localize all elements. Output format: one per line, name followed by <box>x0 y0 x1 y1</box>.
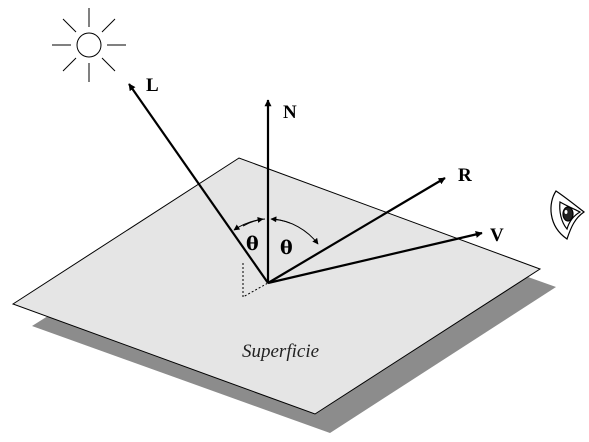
tangent-hint <box>242 263 269 298</box>
view-vector <box>267 231 483 285</box>
eye-icon <box>550 190 586 240</box>
normal-vector-label: N <box>283 102 297 123</box>
sun-icon <box>52 8 126 82</box>
light-vector <box>128 83 269 284</box>
reflected-vector-label: R <box>458 165 472 186</box>
angle-reflection-label: θ <box>280 237 293 259</box>
angle-arc-incidence-start <box>242 216 264 227</box>
reflected-vector <box>267 177 446 284</box>
light-vector-label: L <box>146 75 159 96</box>
angle-arc-reflection-start <box>270 216 291 224</box>
angle-arc-incidence <box>233 218 266 231</box>
surface-plane <box>11 157 542 415</box>
angle-incidence-label: θ <box>246 233 259 255</box>
view-vector-label: V <box>490 225 504 246</box>
surface-label: Superficie <box>242 341 319 362</box>
